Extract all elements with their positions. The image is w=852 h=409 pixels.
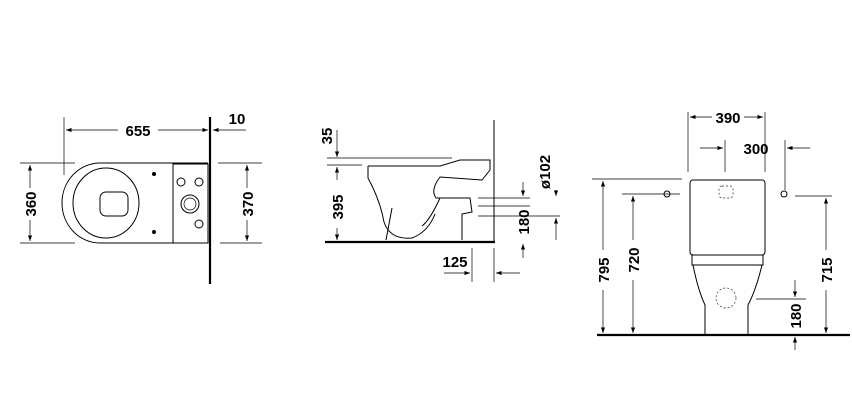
fixing-hole [780, 190, 788, 198]
dim-height: 395 [330, 194, 347, 219]
bowl-opening [99, 191, 129, 217]
dim-seat-gap: 35 [319, 128, 336, 145]
dim-fixing-spacing: 300 [743, 141, 768, 158]
dim-outlet-distance: 125 [442, 254, 467, 271]
side-view: 35 395 ø102 180 125 [319, 120, 560, 282]
dim-tank-width: 370 [240, 191, 257, 216]
cistern [689, 179, 766, 256]
dim-total-height: 795 [596, 257, 613, 282]
dim-wall-gap: 10 [229, 111, 246, 128]
bowl-outline [61, 162, 208, 244]
top-view: 655 10 360 370 [20, 111, 262, 284]
seat [72, 167, 140, 239]
dim-outlet-diameter: ø102 [537, 155, 554, 189]
front-view: 390 300 795 720 715 180 [592, 110, 850, 350]
dim-width: 360 [23, 191, 40, 216]
cistern-band [691, 254, 764, 266]
dim-total-width: 390 [715, 110, 740, 127]
dim-outlet-height: 180 [788, 303, 805, 328]
dim-outlet-height: 180 [516, 209, 533, 234]
pedestal [692, 264, 763, 335]
tank-top [172, 163, 209, 244]
dim-tank-fixing-height: 720 [626, 247, 643, 272]
bowl-profile [367, 159, 491, 241]
dim-fixing-height: 715 [819, 257, 836, 282]
dim-length: 655 [125, 123, 150, 140]
